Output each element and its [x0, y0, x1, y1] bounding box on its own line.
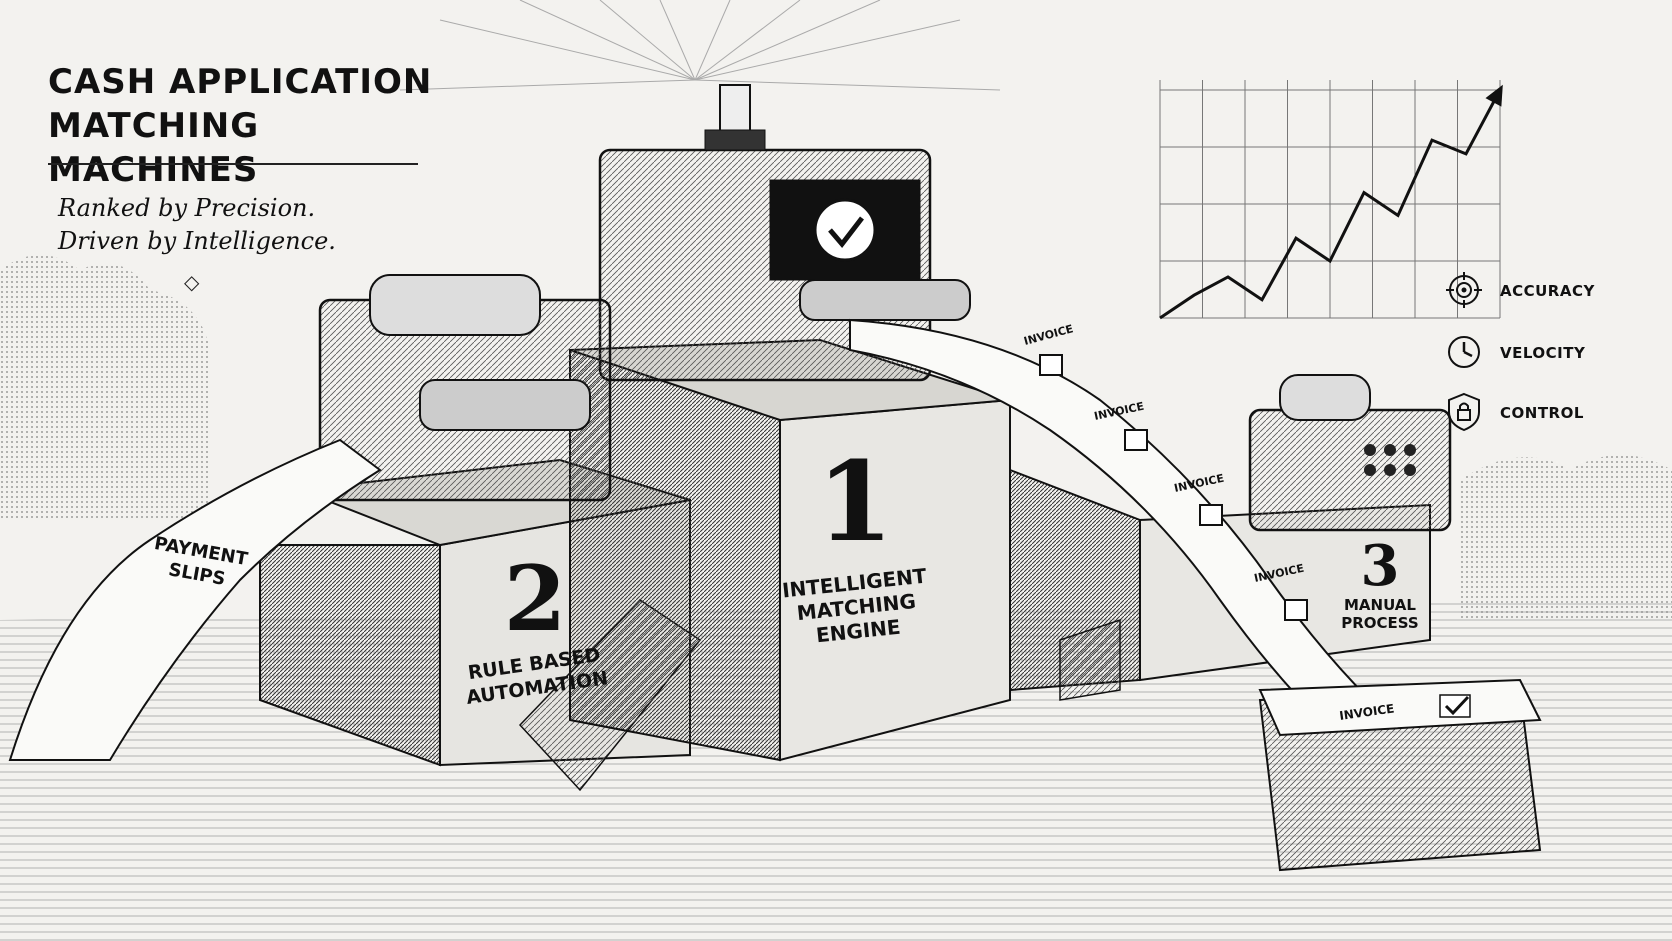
- legend-label-control: CONTROL: [1500, 404, 1584, 422]
- title-line-2: MATCHING MACHINES: [48, 106, 260, 190]
- diamond-icon: ◇: [184, 270, 200, 294]
- title-divider: [48, 163, 418, 165]
- rule-based-machine: [318, 274, 612, 502]
- tagline-line-1: Ranked by Precision.: [58, 194, 316, 222]
- chart-grid: [1159, 80, 1501, 319]
- left-clouds: [0, 255, 210, 520]
- legend-item-velocity: VELOCITY: [1448, 336, 1586, 368]
- legend-label-accuracy: ACCURACY: [1500, 282, 1595, 300]
- tagline-line-2: Driven by Intelligence.: [58, 227, 336, 255]
- chart-series-line: [1159, 89, 1502, 320]
- title-line-1: CASH APPLICATION: [48, 62, 433, 102]
- clock-icon: [1448, 336, 1480, 368]
- tagline: Ranked by Precision. Driven by Intellige…: [58, 192, 336, 258]
- performance-chart: 100%75%50%25%0%: [1159, 80, 1503, 320]
- checkmark-icon: [1444, 695, 1470, 716]
- invoice-checkboxes: [1039, 354, 1308, 621]
- manual-adding-machine: [1248, 374, 1452, 532]
- target-icon: [1446, 272, 1482, 308]
- shield-lock-icon: [1448, 392, 1480, 432]
- beacon-icon: [719, 84, 751, 136]
- podium-block-3: [1009, 468, 1431, 701]
- checkmark-icon: [828, 216, 864, 248]
- legend-label-velocity: VELOCITY: [1500, 344, 1586, 362]
- page-title: CASH APPLICATION MATCHING MACHINES: [48, 60, 448, 192]
- podium-block-1: [569, 338, 1011, 762]
- invoice-stack: [1258, 678, 1542, 872]
- light-rays: [399, 0, 1001, 91]
- payment-slips-strip: [8, 438, 382, 761]
- chart-arrowhead-icon: [1485, 84, 1503, 107]
- legend-item-accuracy: ACCURACY: [1446, 272, 1595, 308]
- intelligent-machine: [598, 84, 971, 382]
- legend-item-control: CONTROL: [1448, 392, 1584, 432]
- right-clouds: [1460, 455, 1672, 620]
